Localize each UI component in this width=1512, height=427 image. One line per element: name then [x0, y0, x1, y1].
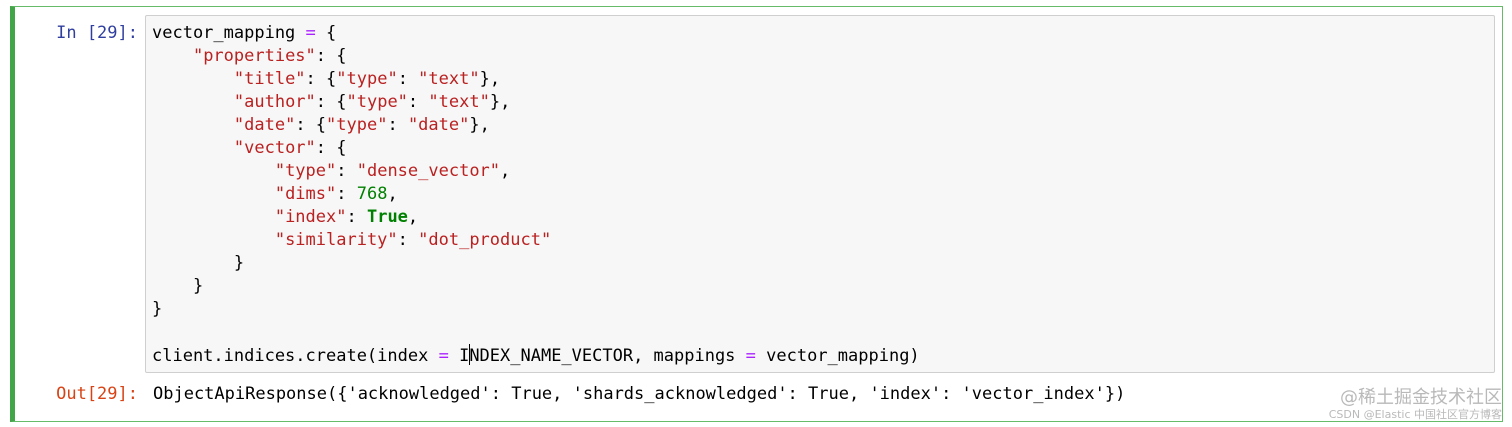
code-token: "type": [326, 115, 388, 135]
code-token: =: [305, 23, 316, 43]
code-token: : {: [305, 69, 337, 89]
code-line: "date": {"type": "date"},: [152, 114, 920, 137]
code-token: "text": [428, 92, 490, 112]
code-editor[interactable]: vector_mapping = { "properties": { "titl…: [152, 22, 920, 367]
code-token: [152, 46, 193, 66]
code-token: "dims": [274, 184, 337, 204]
code-token: ,: [407, 207, 419, 227]
code-token: I: [448, 346, 470, 366]
code-line: "dims": 768,: [152, 183, 920, 206]
code-token: vector_mapping): [755, 346, 920, 366]
code-token: "vector": [233, 138, 316, 158]
code-token: },: [469, 115, 490, 135]
code-line: "author": {"type": "text"},: [152, 91, 920, 114]
code-line: vector_mapping = {: [152, 22, 920, 45]
code-token: "date": [407, 115, 470, 135]
code-token: [152, 230, 275, 250]
code-token: }: [152, 253, 245, 273]
code-token: =: [438, 346, 449, 366]
input-prompt: In [29]:: [56, 23, 138, 43]
code-line: "type": "dense_vector",: [152, 160, 920, 183]
code-token: [152, 69, 234, 89]
code-token: [152, 115, 234, 135]
code-line: "properties": {: [152, 45, 920, 68]
code-token: True: [366, 207, 408, 227]
code-token: "text": [418, 69, 480, 89]
code-token: "author": [233, 92, 316, 112]
code-token: : {: [315, 138, 347, 158]
code-token: NDEX_NAME_VECTOR, mappings: [469, 346, 746, 366]
cell-output: ObjectApiResponse({'acknowledged': True,…: [153, 384, 1126, 404]
code-token: : {: [315, 92, 347, 112]
code-token: "type": [274, 161, 337, 181]
code-token: : {: [315, 46, 347, 66]
code-token: },: [489, 92, 511, 112]
text-cursor: [469, 344, 471, 365]
code-token: :: [387, 115, 408, 135]
code-token: :: [407, 92, 429, 112]
code-line: "vector": {: [152, 137, 920, 160]
code-token: "index": [274, 207, 347, 227]
code-token: }: [152, 299, 163, 319]
code-token: :: [397, 69, 419, 89]
code-token: [152, 92, 234, 112]
code-token: [152, 161, 275, 181]
code-token: {: [315, 23, 337, 43]
code-token: "type": [336, 69, 398, 89]
code-line: [152, 321, 920, 344]
code-line: "index": True,: [152, 206, 920, 229]
code-token: [152, 207, 275, 227]
watermark: @稀土掘金技术社区 CSDN @Elastic 中国社区官方博客: [1328, 387, 1502, 422]
code-token: },: [479, 69, 501, 89]
code-token: "similarity": [274, 230, 398, 250]
watermark-line2: CSDN @Elastic 中国社区官方博客: [1328, 408, 1502, 421]
code-token: ,: [387, 184, 398, 204]
code-token: "type": [346, 92, 408, 112]
code-token: : {: [295, 115, 327, 135]
code-token: 768: [356, 184, 388, 204]
code-input-area[interactable]: vector_mapping = { "properties": { "titl…: [145, 15, 1495, 373]
code-line: }: [152, 252, 920, 275]
code-line: "title": {"type": "text"},: [152, 68, 920, 91]
code-token: ,: [500, 161, 511, 181]
watermark-line1: @稀土掘金技术社区: [1340, 387, 1502, 408]
code-line: }: [152, 298, 920, 321]
code-token: }: [152, 276, 204, 296]
code-line: "similarity": "dot_product": [152, 229, 920, 252]
code-line: }: [152, 275, 920, 298]
code-token: :: [346, 207, 367, 227]
code-token: "dot_product": [418, 230, 552, 250]
output-prompt: Out[29]:: [56, 384, 138, 404]
code-token: client.indices.create(index: [152, 346, 439, 366]
code-token: "title": [233, 69, 306, 89]
code-token: :: [336, 184, 357, 204]
code-token: :: [397, 230, 419, 250]
code-token: "properties": [192, 46, 316, 66]
code-token: [152, 138, 234, 158]
code-token: "date": [233, 115, 296, 135]
code-token: :: [336, 161, 357, 181]
code-token: "dense_vector": [356, 161, 501, 181]
code-token: [152, 184, 275, 204]
code-line: client.indices.create(index = INDEX_NAME…: [152, 344, 920, 367]
code-token: =: [745, 346, 756, 366]
code-token: vector_mapping: [152, 23, 306, 43]
